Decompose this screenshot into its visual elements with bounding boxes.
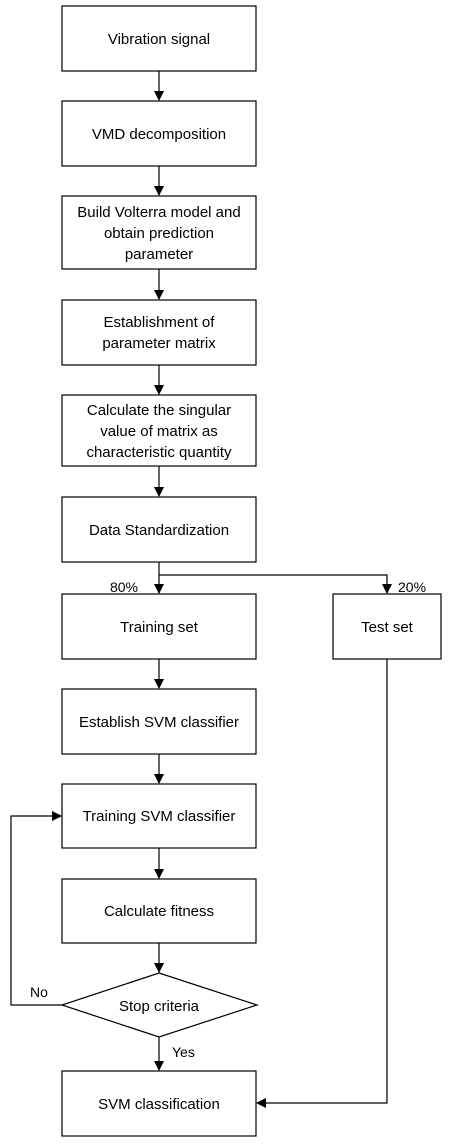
parameter-matrix-box bbox=[61, 299, 257, 366]
training-set-box bbox=[61, 593, 257, 660]
volterra-model-box bbox=[61, 195, 257, 270]
parameter-matrix-line-1: Establishment of bbox=[104, 314, 216, 331]
train-ratio-label: 80% bbox=[110, 579, 138, 595]
singular-value-line-2: value of matrix as bbox=[100, 423, 218, 440]
vmd-decomposition-box bbox=[61, 100, 257, 167]
training-set-text: Training set bbox=[120, 619, 199, 636]
establish-svm-text: Establish SVM classifier bbox=[79, 714, 239, 731]
volterra-model-line-1: Build Volterra model and bbox=[77, 204, 240, 221]
test-ratio-label: 20% bbox=[398, 579, 426, 595]
data-standardization-box bbox=[61, 496, 257, 563]
arrow-test-set-to-classification bbox=[256, 659, 388, 1108]
calculate-fitness-text: Calculate fitness bbox=[104, 903, 214, 920]
vmd-decomposition-text: VMD decomposition bbox=[92, 126, 226, 143]
vibration-signal-text: Vibration signal bbox=[108, 31, 210, 48]
svm-classification-text: SVM classification bbox=[98, 1096, 220, 1113]
yes-label: Yes bbox=[172, 1044, 195, 1060]
arrow-no-feedback-loop bbox=[10, 811, 62, 1006]
svm-classification-box bbox=[61, 1070, 257, 1137]
establish-svm-box bbox=[61, 688, 257, 755]
arrow-standardization-to-test-set bbox=[159, 574, 392, 594]
volterra-model-line-2: obtain prediction bbox=[104, 225, 214, 242]
no-label: No bbox=[30, 984, 48, 1000]
parameter-matrix-line-2: parameter matrix bbox=[102, 335, 216, 352]
volterra-model-line-3: parameter bbox=[125, 246, 193, 263]
singular-value-line-1: Calculate the singular bbox=[87, 402, 231, 419]
data-standardization-text: Data Standardization bbox=[89, 522, 229, 539]
calculate-fitness-box bbox=[61, 878, 257, 944]
test-set-text: Test set bbox=[361, 619, 414, 636]
training-svm-text: Training SVM classifier bbox=[83, 808, 236, 825]
vibration-signal-box bbox=[61, 5, 257, 72]
stop-criteria-text: Stop criteria bbox=[119, 998, 200, 1015]
singular-value-line-3: characteristic quantity bbox=[86, 444, 232, 461]
singular-value-box bbox=[61, 394, 257, 467]
